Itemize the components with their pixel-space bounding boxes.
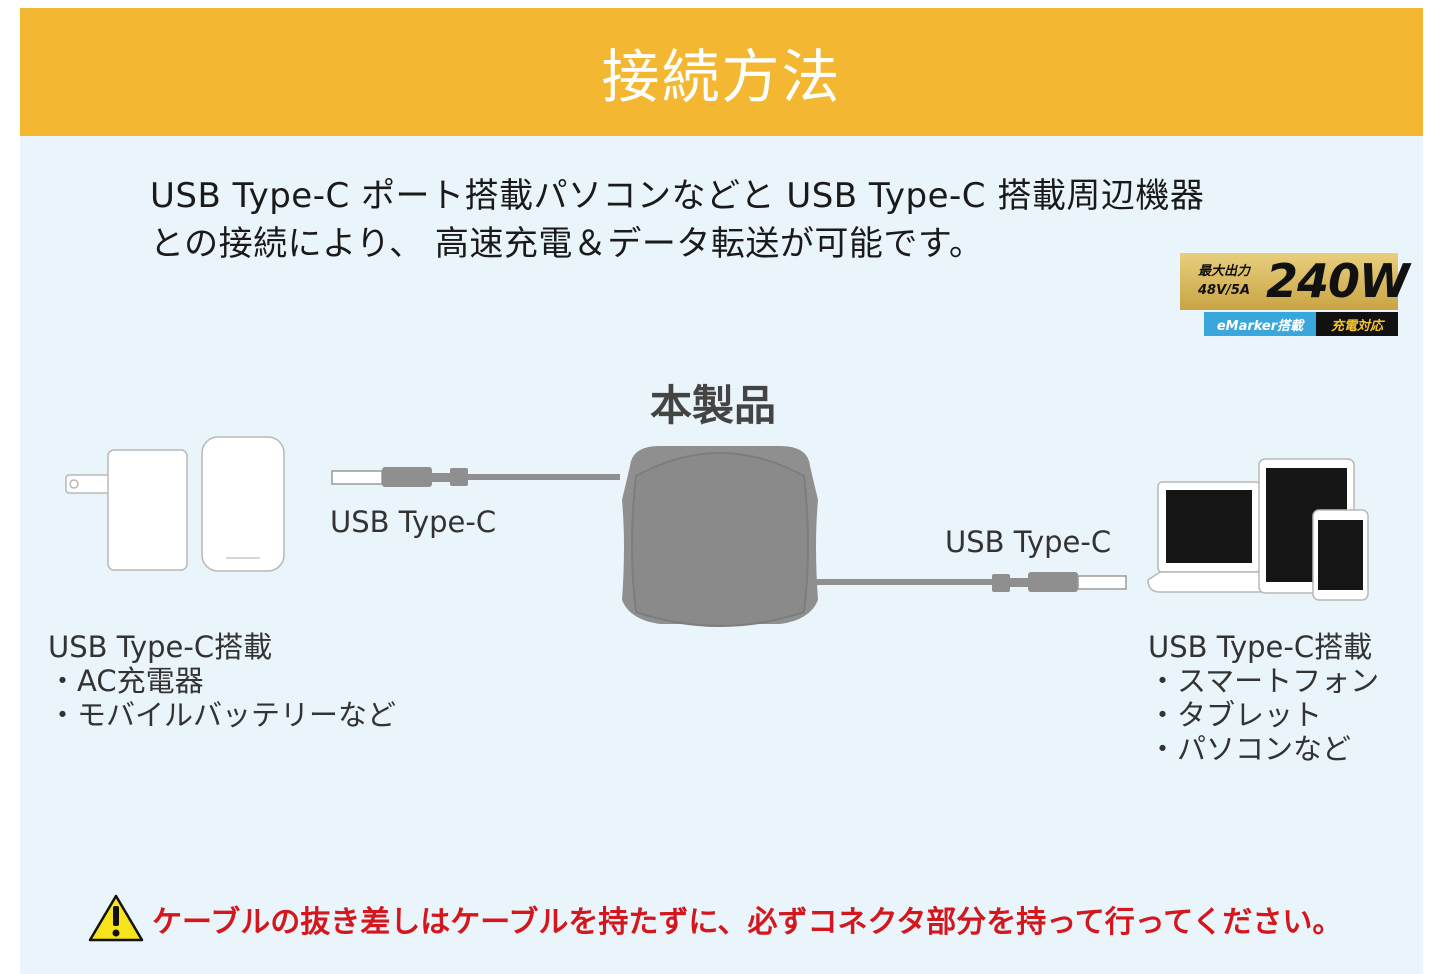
left-device-caption: USB Type-C搭載 ・AC充電器 ・モバイルバッテリーなど xyxy=(48,630,396,732)
product-label: 本製品 xyxy=(650,381,777,430)
intro-text: USB Type-C ポート搭載パソコンなどと USB Type-C 搭載周辺機… xyxy=(150,172,1204,268)
product-cable-reel-icon xyxy=(622,446,818,627)
left-device-title: USB Type-C搭載 xyxy=(48,630,273,664)
right-device-item: ・タブレット xyxy=(1148,698,1323,732)
left-usb-c-cable xyxy=(331,467,620,487)
smartphone-icon xyxy=(1312,509,1369,601)
right-device-caption: USB Type-C搭載 ・スマートフォン ・タブレット ・パソコンなど xyxy=(1148,630,1379,766)
page-title: 接続方法 xyxy=(601,43,842,111)
badge-emarker: eMarker搭載 xyxy=(1204,312,1316,336)
right-usb-c-cable xyxy=(816,572,1127,592)
laptop-icon xyxy=(1147,481,1275,593)
ac-charger-icon xyxy=(65,449,188,571)
badge-max-output-label: 最大出力 xyxy=(1198,264,1251,279)
warning-notice: ケーブルの抜き差しはケーブルを持たずに、必ずコネクタ部分を持って行ってください。 xyxy=(90,894,1342,944)
intro-line-2: との接続により、 高速充電＆データ転送が可能です。 xyxy=(150,224,984,264)
right-cable-label: USB Type-C xyxy=(945,525,1112,559)
right-device-item: ・パソコンなど xyxy=(1148,732,1352,766)
power-badge: 最大出力 48V/5A 240W eMarker搭載 充電対応 xyxy=(1180,253,1410,337)
left-device-item: ・モバイルバッテリーなど xyxy=(48,698,397,732)
badge-gold-band: 最大出力 48V/5A 240W xyxy=(1180,253,1410,310)
badge-charging: 充電対応 xyxy=(1316,312,1398,336)
warning-triangle-icon xyxy=(88,894,144,942)
header-banner: 接続方法 xyxy=(20,8,1423,136)
mobile-battery-icon xyxy=(201,436,285,572)
left-device-item: ・AC充電器 xyxy=(48,664,204,698)
left-cable-label: USB Type-C xyxy=(330,505,497,539)
badge-voltage-current: 48V/5A xyxy=(1198,283,1251,298)
right-device-title: USB Type-C搭載 xyxy=(1148,630,1373,664)
badge-max-output: 最大出力 48V/5A xyxy=(1198,262,1250,300)
intro-line-1: USB Type-C ポート搭載パソコンなどと USB Type-C 搭載周辺機… xyxy=(150,176,1205,216)
badge-wattage: 240W xyxy=(1266,254,1410,308)
right-device-item: ・スマートフォン xyxy=(1148,664,1380,698)
warning-text: ケーブルの抜き差しはケーブルを持たずに、必ずコネクタ部分を持って行ってください。 xyxy=(152,905,1343,940)
